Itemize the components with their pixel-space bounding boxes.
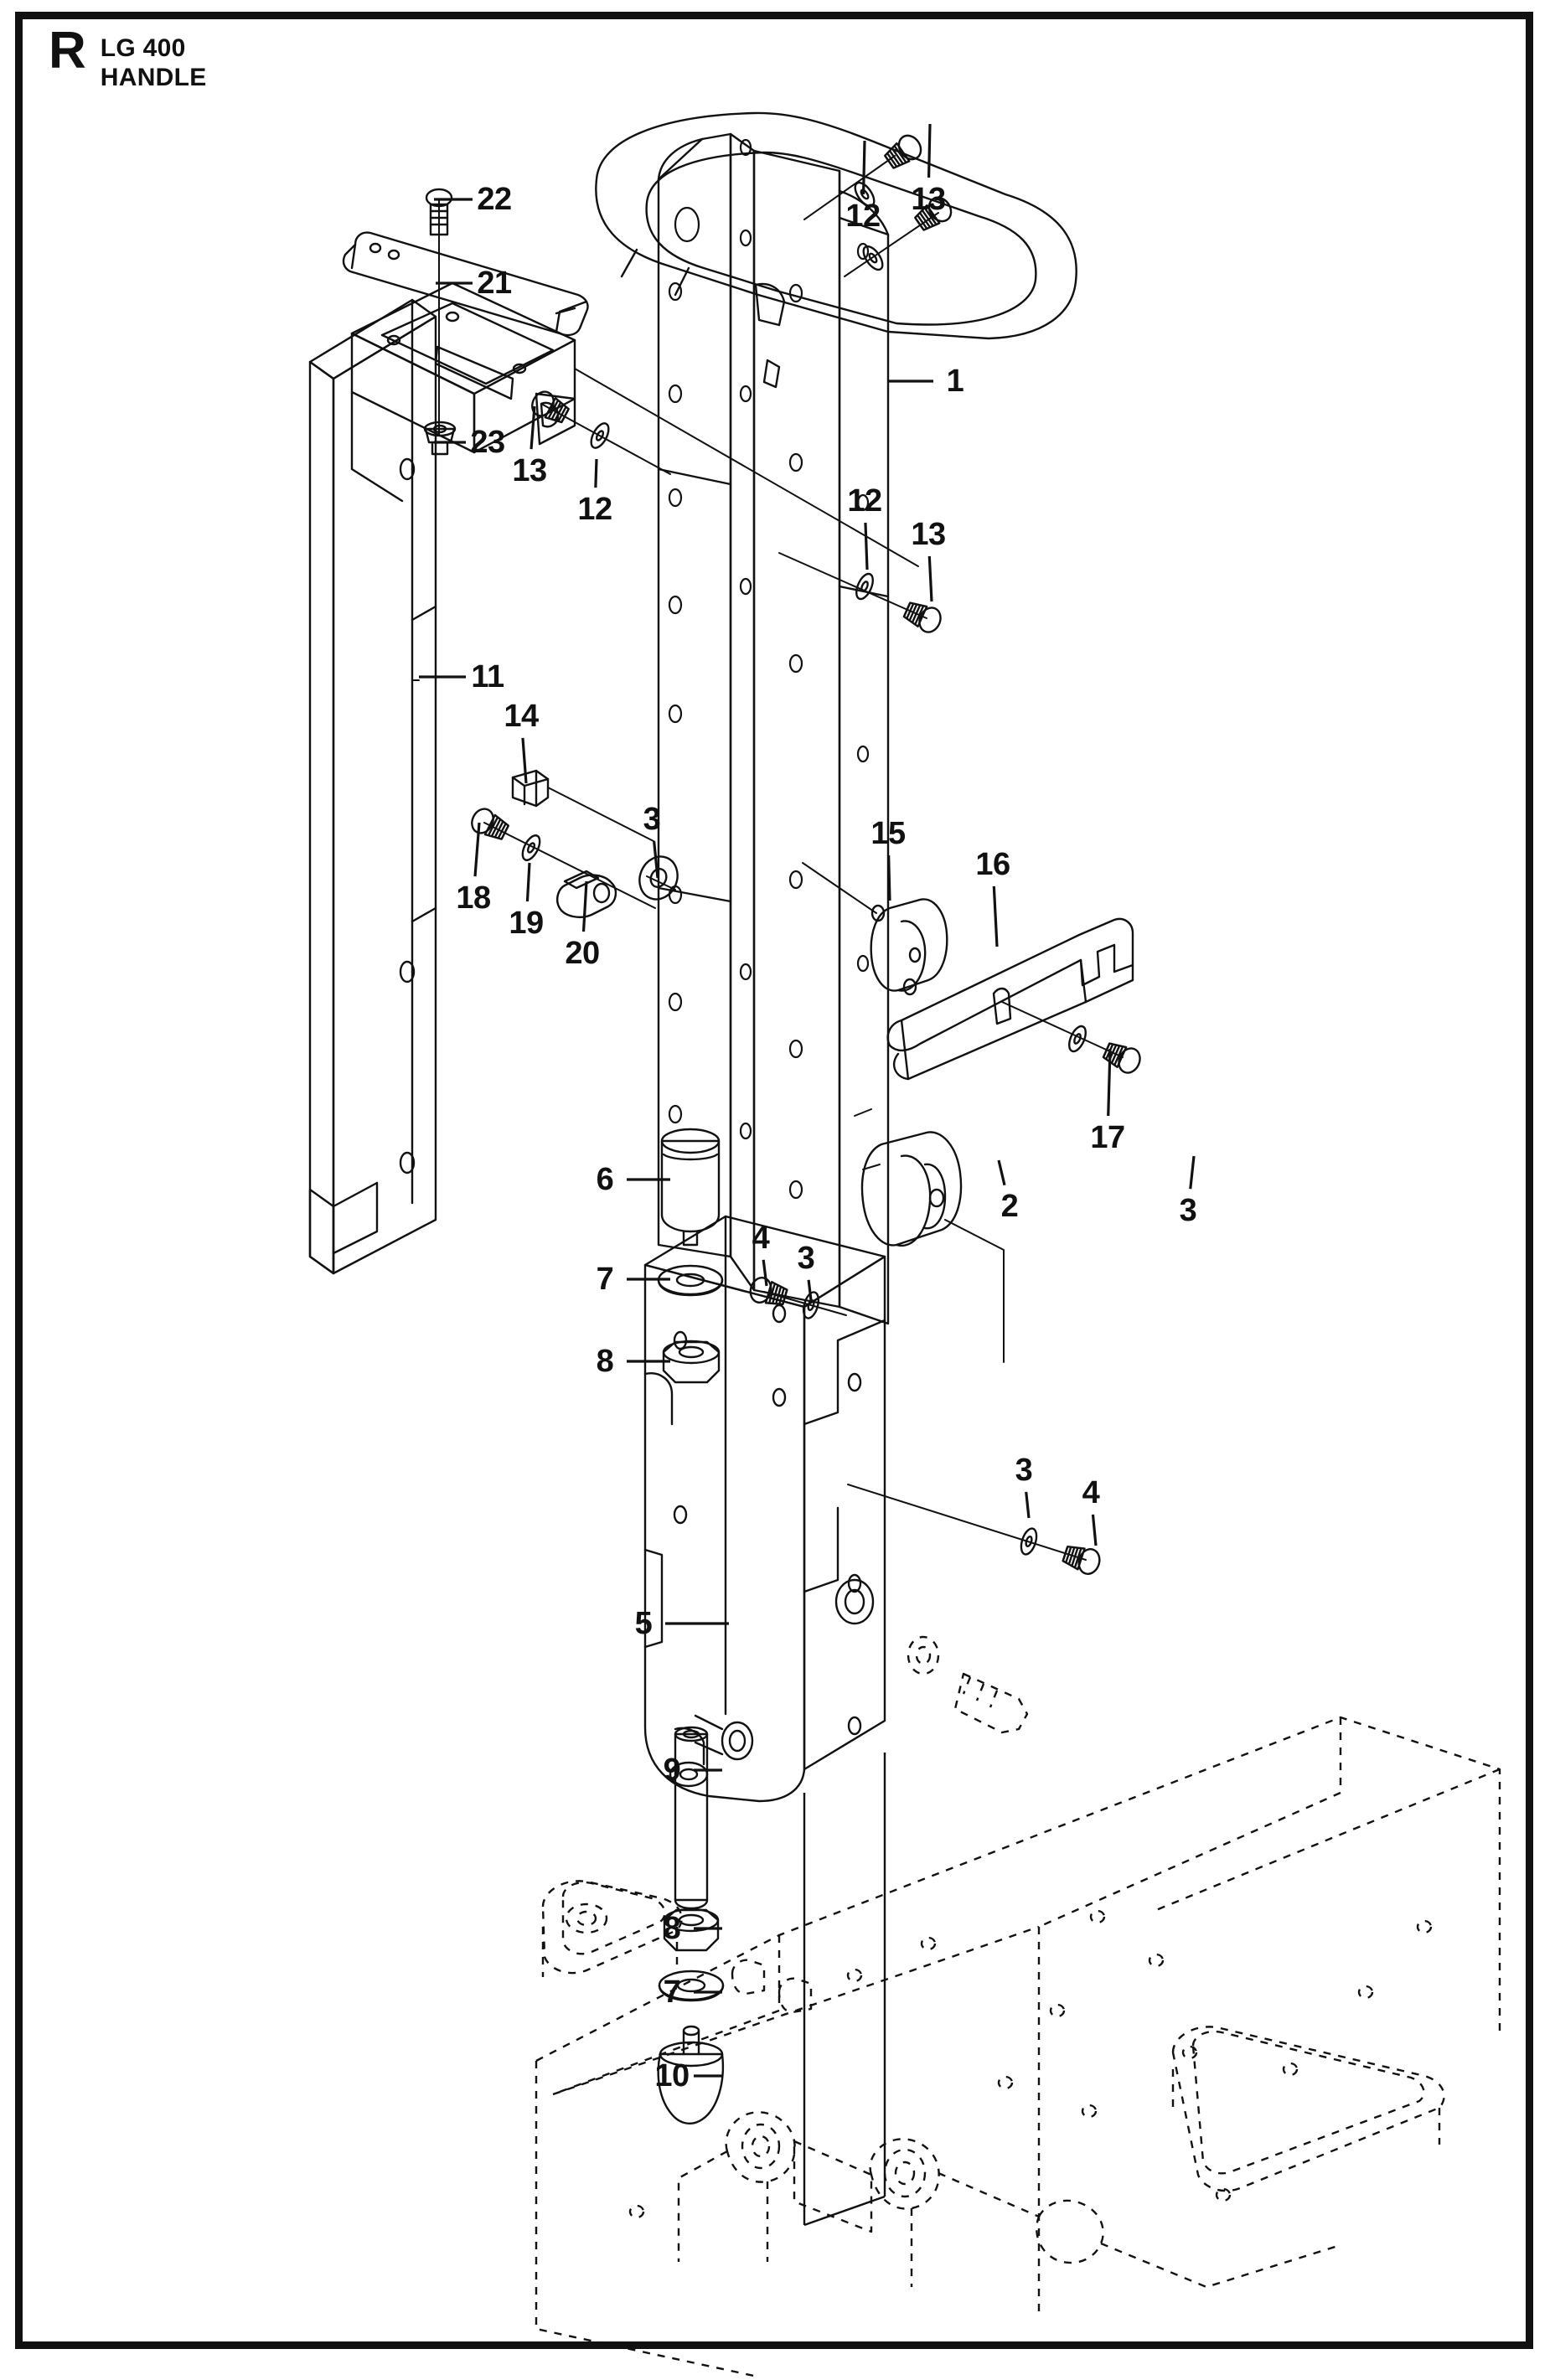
- leader-line-12: [864, 522, 869, 570]
- rubber-damper-large: [860, 1131, 963, 1247]
- fastener-group-left: [527, 386, 671, 475]
- lever-arm: [886, 917, 1134, 1081]
- screw-22: [425, 188, 453, 436]
- callout-4-hex-bolt: 4: [1082, 1475, 1100, 1510]
- brand-mark: R: [49, 22, 86, 80]
- callout-leaders: [419, 123, 1196, 2078]
- callout-18-hex-bolt-long: 18: [456, 880, 491, 916]
- hex-nut-upper: [662, 1340, 721, 1384]
- fastener-group-right: [778, 552, 946, 637]
- side-cover-panel: [308, 298, 437, 1275]
- fastener-group-3-4-lower: [847, 1484, 1104, 1578]
- callout-12-lock-washer: 12: [577, 492, 612, 527]
- callout-13-hex-bolt-flange: 13: [911, 517, 946, 552]
- callout-21-cover-plate: 21: [477, 266, 512, 301]
- callout-20-cable-clamp: 20: [565, 936, 600, 971]
- fastener-group-top: [803, 130, 927, 220]
- handle-post: [657, 132, 890, 1325]
- callout-8-hex-nut: 8: [596, 1344, 614, 1379]
- leader-line-13: [927, 123, 932, 178]
- leader-line-3: [807, 1279, 813, 1301]
- callout-3-flat-washer: 3: [643, 802, 661, 837]
- callout-16-lever-arm: 16: [975, 847, 1010, 882]
- leader-line-15: [887, 854, 891, 901]
- leader-line-4: [1091, 1514, 1098, 1546]
- callout-23-grommet-nut: 23: [470, 425, 505, 460]
- handle-loop: [595, 111, 1077, 340]
- callout-10-rubber-foot: 10: [654, 2058, 690, 2093]
- fastener-group-4-3-mid: [747, 1274, 847, 1321]
- square-nut-14: [511, 769, 654, 842]
- callout-4-hex-bolt: 4: [752, 1221, 770, 1256]
- title-block: R LG 400 HANDLE: [49, 22, 207, 93]
- projection-lines: [803, 1753, 886, 2227]
- leader-line-12: [861, 140, 866, 195]
- callout-3-flat-washer: 3: [1179, 1193, 1197, 1228]
- fastener-group-top2: [844, 192, 957, 277]
- bushing-spacer: [660, 1128, 721, 1247]
- callout-7-flat-washer-small: 7: [596, 1262, 614, 1297]
- callout-5-lower-mount-bracket: 5: [634, 1606, 653, 1641]
- callout-12-lock-washer: 12: [845, 199, 881, 234]
- post-hole: [668, 138, 870, 1200]
- leader-line-18: [473, 822, 481, 877]
- flat-washer-3a: [638, 855, 679, 901]
- leader-line-17: [1107, 1048, 1112, 1117]
- leader-line-3: [1025, 1491, 1031, 1519]
- leader-line-14: [521, 737, 528, 784]
- leader-line-20: [581, 880, 588, 932]
- leader-line-13: [530, 405, 536, 450]
- assembly-name: HANDLE: [100, 64, 207, 92]
- callout-13-hex-bolt-flange: 13: [512, 453, 547, 488]
- callout-12-lock-washer: 12: [847, 483, 882, 519]
- cover-plate: [342, 231, 589, 337]
- callout-13-hex-bolt-flange: 13: [911, 182, 946, 217]
- callout-9-spacer-tube: 9: [663, 1753, 681, 1788]
- leader-line-13: [927, 555, 933, 602]
- callout-14-square-nut: 14: [504, 699, 539, 734]
- cable-clamp-20: [556, 870, 617, 918]
- callout-6-bushing-spacer: 6: [596, 1162, 614, 1197]
- leader-line-4: [762, 1259, 768, 1287]
- callout-2-rubber-damper-large: 2: [1000, 1189, 1019, 1224]
- leader-line-2: [997, 1159, 1006, 1186]
- leader-line-16: [992, 885, 999, 947]
- callout-8-hex-nut: 8: [663, 1911, 681, 1946]
- fastener-group-18-19-20: [467, 803, 656, 918]
- rubber-mount-small: [870, 898, 948, 996]
- callout-7-flat-washer-small: 7: [663, 1975, 681, 2010]
- callout-19-flat-washer: 19: [509, 906, 544, 941]
- leader-line-3: [1189, 1155, 1196, 1190]
- callout-15-rubber-mount-small: 15: [870, 816, 906, 851]
- model-name: LG 400: [100, 34, 186, 62]
- leader-line-12: [594, 458, 598, 488]
- callout-1-handle-post: 1: [946, 364, 964, 399]
- lower-mount-bracket: [643, 1215, 886, 1803]
- callout-22-screw: 22: [477, 182, 512, 217]
- leader-line-3: [652, 840, 659, 879]
- callout-17-screw: 17: [1090, 1120, 1125, 1155]
- callout-11-side-cover-panel: 11: [471, 659, 504, 694]
- page-title: LG 400 HANDLE: [101, 27, 207, 93]
- fastener-group-3-17: [1001, 1001, 1145, 1077]
- hex-nut-lower: [663, 1908, 720, 1952]
- machine-base-phantom: [535, 1635, 1501, 2377]
- callout-3-flat-washer: 3: [1015, 1453, 1033, 1488]
- leader-line-19: [525, 862, 531, 902]
- callout-3-flat-washer: 3: [797, 1241, 815, 1276]
